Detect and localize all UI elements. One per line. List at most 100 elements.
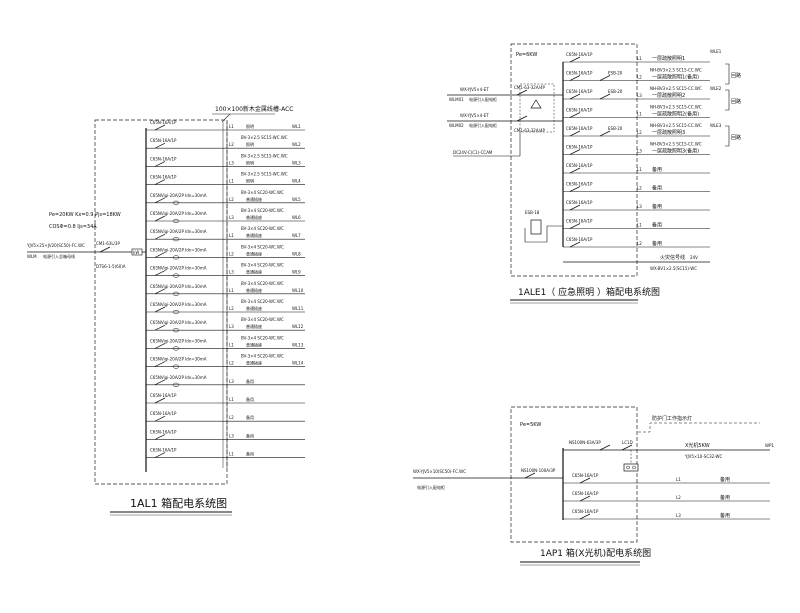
1ap1-indicator-lamp-2 xyxy=(632,465,636,470)
circuit-breaker-blade xyxy=(569,130,581,137)
1al1-main-switch-blade xyxy=(99,246,111,253)
circuit-load-label: 普通插座 xyxy=(246,305,262,311)
circuit-phase-label: L1 xyxy=(637,112,642,117)
1ale1-title: 1ALE1（ 应急照明 ）箱配电系统图 xyxy=(518,286,660,298)
1ale1-fire-link-label: DC24V-C(C1)-CCAM xyxy=(453,150,493,155)
circuit-cable-label: BV-3×2.5 SC15-WC.WC xyxy=(241,172,288,177)
1ale1-input2-tag: WLM02 xyxy=(449,123,464,128)
circuit-switch-label: C65N-16A/1P xyxy=(566,163,593,168)
1ale1-ats-dashed-box xyxy=(519,83,555,133)
1al1-title: 1AL1 箱配电系统图 xyxy=(130,496,227,510)
circuit-breaker-blade xyxy=(569,204,581,211)
circuit-cable-label: BV-3×4 SC20-WC.WC xyxy=(241,190,284,195)
circuit-load-label: 普通插座 xyxy=(246,287,262,293)
circuit-cable-label: BV-3×2.5 SC15-WC.WC xyxy=(241,153,288,158)
1ap1-incoming-from: 电源引入配电柜 xyxy=(417,484,445,490)
circuit-load-label: 一层疏散照明3(备用) xyxy=(652,148,699,155)
circuit-switch-label: C65N-16A/1P xyxy=(572,473,599,478)
circuit-relay-label: ESB-20 xyxy=(608,89,623,94)
1ap1-out1-blade xyxy=(599,444,611,451)
circuit-phase-label: L2 xyxy=(637,130,642,135)
circuit-breaker-blade xyxy=(569,149,581,155)
circuit-phase-label: L2 xyxy=(229,415,234,420)
circuit-breaker-blade xyxy=(154,324,166,331)
circuit-load-label: 普通插座 xyxy=(246,232,262,238)
circuit-switch-label: C65N-16A/1P xyxy=(150,429,177,434)
circuit-phase-label: L2 xyxy=(637,186,642,191)
1ale1-bracket-1 xyxy=(725,63,730,85)
circuit-cable-label: NH-BV3×2.5 SC15-CC.WC xyxy=(650,68,702,73)
circuit-id-label: WL3 xyxy=(292,160,301,165)
circuit-load-label: 普通插座 xyxy=(246,269,262,275)
1ale1-ats-label: ESB-18 xyxy=(525,210,540,215)
circuit-id-label: WLE3 xyxy=(710,123,722,128)
circuit-breaker-blade xyxy=(154,142,166,149)
circuit-switch-label: C65NVigi-20A/2P Idn=30mA xyxy=(150,302,207,307)
circuit-load-label: 普通插座 xyxy=(246,250,262,256)
circuit-phase-label: L3 xyxy=(676,513,681,518)
circuit-switch-label: C65NVigi-20A/2P Idn=30mA xyxy=(150,229,207,234)
circuit-breaker-blade xyxy=(154,215,166,222)
circuit-load-label: 一层疏散照明2(备用) xyxy=(652,111,699,118)
circuit-phase-label: L2 xyxy=(637,75,642,80)
rcd-symbol xyxy=(172,364,180,369)
1ap1-pe-label: Pe=5KW xyxy=(520,422,541,428)
rcd-symbol xyxy=(172,255,180,260)
circuit-load-label: 普通插座 xyxy=(246,323,262,329)
1ale1-fire-signal-voltage: 24V xyxy=(690,255,698,260)
circuit-cable-label: BV-3×4 SC20-WC.WC xyxy=(241,226,284,231)
circuit-load-label: 备用 xyxy=(246,414,254,420)
1ale1-esb-box xyxy=(530,219,542,235)
circuit-breaker-blade xyxy=(154,397,166,404)
circuit-phase-label: L2 xyxy=(229,197,234,202)
1ap1-enclosure xyxy=(510,406,638,543)
circuit-breaker-blade xyxy=(154,197,166,204)
1ale1-esb-wiring xyxy=(524,225,563,243)
1ale1-input1-switch: CM1-63-32A/4P xyxy=(514,85,545,90)
1al1-meter-box-label: kW xyxy=(133,250,139,255)
1ap1-main-switch-blade xyxy=(524,472,536,479)
circuit-phase-label: L3 xyxy=(229,215,234,220)
circuit-switch-label: C65N-16A/1P xyxy=(150,393,177,398)
circuit-id-label: WL2 xyxy=(292,142,301,147)
circuit-breaker-blade xyxy=(154,343,166,349)
circuit-breaker-blade xyxy=(154,452,166,458)
circuit-phase-label: L3 xyxy=(229,433,234,438)
circuit-id-label: WL4 xyxy=(292,179,301,184)
circuit-switch-label: C65N-16A/1P xyxy=(150,120,177,125)
circuit-cable-label: BV-3×4 SC20-WC.WC xyxy=(241,299,284,304)
circuit-phase-label: L3 xyxy=(229,379,234,384)
circuit-load-label: 普通插座 xyxy=(246,341,262,347)
circuit-phase-label: L3 xyxy=(637,204,642,209)
circuit-switch-label: C65NVigi-20A/2P Idn=30mA xyxy=(150,338,207,343)
circuit-id-label: WLE2 xyxy=(710,86,722,91)
circuit-cable-label: BV-3×4 SC20-WC.WC xyxy=(241,244,284,249)
circuit-phase-label: L1 xyxy=(229,288,234,293)
circuit-load-label: 备用 xyxy=(652,222,662,229)
circuit-load-label: 备用 xyxy=(652,240,662,247)
circuit-switch-label: C65N-16A/1P xyxy=(150,138,177,143)
circuit-phase-label: L1 xyxy=(229,397,234,402)
1ap1-out1-load: X光机5KW xyxy=(685,442,710,449)
1al1-power-param-2: COSΦ=0.8 Ijs=34A xyxy=(49,224,97,230)
circuit-load-label: 一层疏散照明1(备用) xyxy=(652,74,699,81)
rcd-symbol xyxy=(172,237,180,242)
circuit-switch-label: C65N-16A/1P xyxy=(566,126,593,131)
1al1-incoming-tag: WLM xyxy=(27,254,37,259)
circuit-load-label: 照明 xyxy=(246,124,254,129)
circuit-breaker-blade xyxy=(569,93,581,100)
circuit-load-label: 普通插座 xyxy=(246,360,262,366)
circuit-phase-label: L3 xyxy=(229,270,234,275)
circuit-breaker-blade xyxy=(579,513,591,520)
circuit-phase-label: L1 xyxy=(229,342,234,347)
circuit-load-label: 一层疏散照明3 xyxy=(652,129,685,136)
